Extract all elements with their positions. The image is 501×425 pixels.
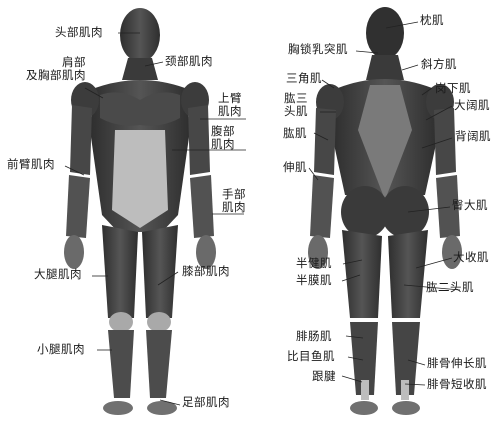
label-gastrocnemius: 腓肠肌 [296,330,332,343]
leader-trapezius [402,65,418,70]
label-foot-muscles: 足部肌肉 [182,396,230,409]
front-upperarm-left [70,105,92,175]
front-calf-left [108,330,134,398]
label-occipitalis: 枕肌 [420,14,444,27]
front-upperarm-right [188,105,210,175]
label-latissimus-dorsi: 背阔肌 [455,130,491,143]
back-achilles-left [361,380,369,400]
label-infraspinatus: 岗下肌 [435,82,471,95]
label-knee-muscles: 膝部肌肉 [182,265,230,278]
label-upper-arm-muscles: 上臂 肌肉 [218,92,242,118]
label-abdominal-muscles: 腹部 肌肉 [211,125,235,151]
label-hand-muscles: 手部 肌肉 [222,188,246,214]
back-head [366,7,404,59]
label-teres-major: 大阔肌 [454,99,490,112]
label-soleus: 比目鱼肌 [287,350,335,363]
back-glute-right [381,186,429,238]
label-deltoid: 三角肌 [286,72,322,85]
back-achilles-right [401,380,409,400]
label-triceps: 肱三 头肌 [284,92,308,118]
label-calf-muscles: 小腿肌肉 [37,343,85,356]
label-peroneus-brevis: 腓骨短收肌 [427,378,487,391]
front-calf-right [146,330,172,398]
front-head [120,8,160,62]
label-shoulder-chest-muscles: 肩部 及胸部肌肉 [24,56,86,82]
label-semitendinosus: 半健肌 [296,257,332,270]
label-semimembranosus: 半膜肌 [296,274,332,287]
label-head-muscles: 头部肌肉 [55,26,103,39]
label-thigh-muscles: 大腿肌肉 [34,268,82,281]
front-knee-left [109,312,133,332]
label-neck-muscles: 颈部肌肉 [165,55,213,68]
label-sternocleidomastoid: 胸锁乳突肌 [288,43,348,56]
front-thigh-right [142,225,178,318]
front-hand-left [64,235,84,269]
front-forearm-right [190,175,214,238]
label-biceps-femoris: 肱二头肌 [426,281,474,294]
front-foot-left [103,401,133,415]
label-achilles-tendon: 跟腱 [312,370,336,383]
back-foot-left [350,401,378,415]
label-extensors: 伸肌 [283,161,307,174]
label-forearm-muscles: 前臂肌肉 [7,158,55,171]
back-neck [366,55,404,80]
label-brachialis: 肱肌 [283,127,307,140]
front-forearm-left [66,175,90,238]
front-abdomen [112,130,168,228]
back-foot-right [392,401,420,415]
front-knee-right [147,312,171,332]
back-thigh-right [388,230,428,318]
back-thigh-left [342,230,382,318]
front-thigh-left [102,225,138,318]
front-neck [122,58,158,80]
label-peroneus-longus: 腓骨伸长肌 [427,357,487,370]
back-upperarm-right [434,108,456,175]
back-upperarm-left [314,108,336,175]
label-gluteus-maximus: 臀大肌 [452,199,488,212]
label-adductor-magnus: 大收肌 [453,251,489,264]
front-chest-left [100,92,140,125]
front-figure [64,8,216,415]
back-forearm-left [310,175,334,238]
front-chest-right [140,92,180,125]
label-trapezius: 斜方肌 [421,58,457,71]
